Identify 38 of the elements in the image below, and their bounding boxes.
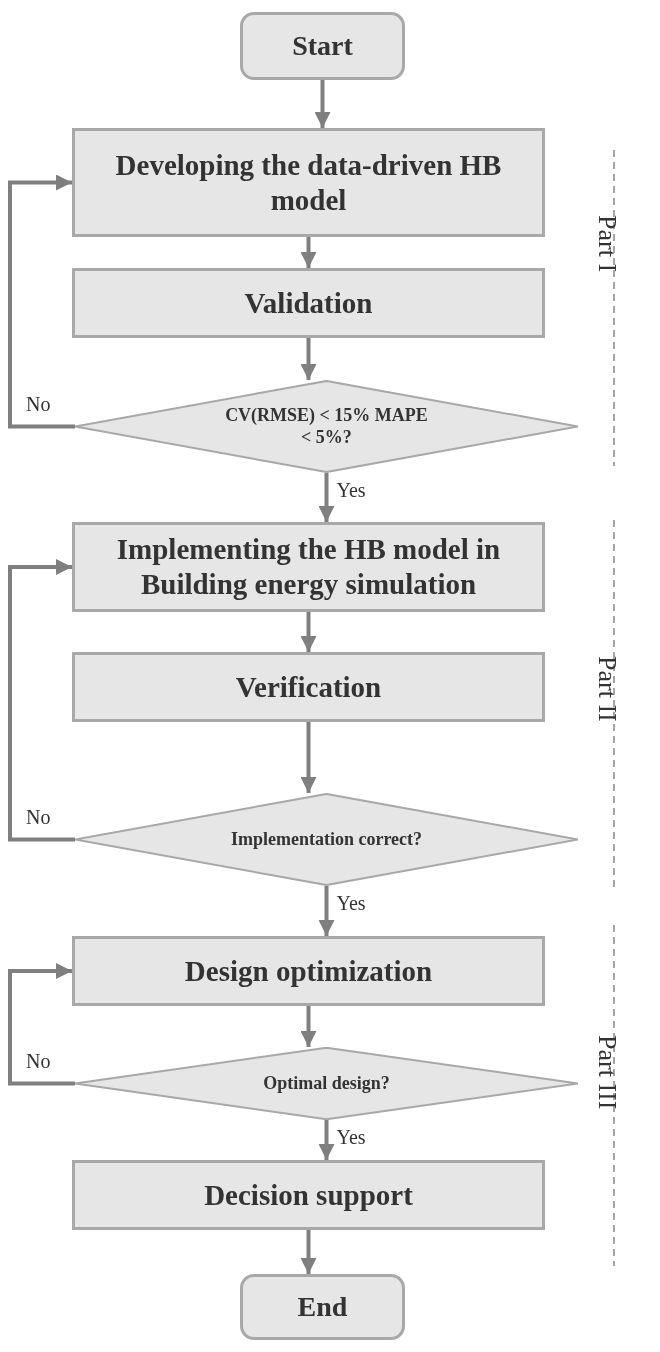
decision-diamond <box>75 793 578 886</box>
node-text: Start <box>292 29 353 63</box>
arrow <box>8 963 75 1086</box>
node-text: Implementation correct? <box>230 828 423 851</box>
arrow <box>8 174 75 429</box>
arrow <box>318 1120 335 1160</box>
arrow <box>300 612 317 652</box>
node-text: Decision support <box>204 1177 413 1213</box>
terminal-box <box>240 12 405 80</box>
arrow <box>300 237 317 268</box>
process-box <box>72 1160 545 1230</box>
section-label: Part I <box>592 215 622 273</box>
node-text: Verification <box>235 669 382 705</box>
process-box <box>72 652 545 722</box>
arrow <box>300 1006 317 1047</box>
process-box <box>72 128 545 237</box>
arrow <box>314 80 331 128</box>
arrow <box>318 886 335 936</box>
arrow <box>300 1230 317 1274</box>
decision-diamond <box>75 380 578 473</box>
section-label: Part II <box>592 656 622 722</box>
section-label: Part III <box>592 1035 622 1110</box>
node-text: Developing the data-driven HB model <box>114 147 503 218</box>
node-text: Implementing the HB model in Building energy simulation <box>115 532 502 602</box>
arrow <box>300 722 317 793</box>
node-text: CV(RMSE) < 15% MAPE < 5%? <box>225 404 428 449</box>
node-text: Optimal design? <box>263 1072 390 1095</box>
node-text: Validation <box>244 285 373 321</box>
node-text: End <box>297 1290 348 1324</box>
arrow <box>300 338 317 380</box>
process-box <box>72 522 545 612</box>
process-box <box>72 268 545 338</box>
decision-diamond <box>75 1047 578 1120</box>
terminal-box <box>240 1274 405 1340</box>
arrow <box>318 473 335 522</box>
arrow <box>8 559 75 842</box>
process-box <box>72 936 545 1006</box>
node-text: Design optimization <box>184 953 433 989</box>
